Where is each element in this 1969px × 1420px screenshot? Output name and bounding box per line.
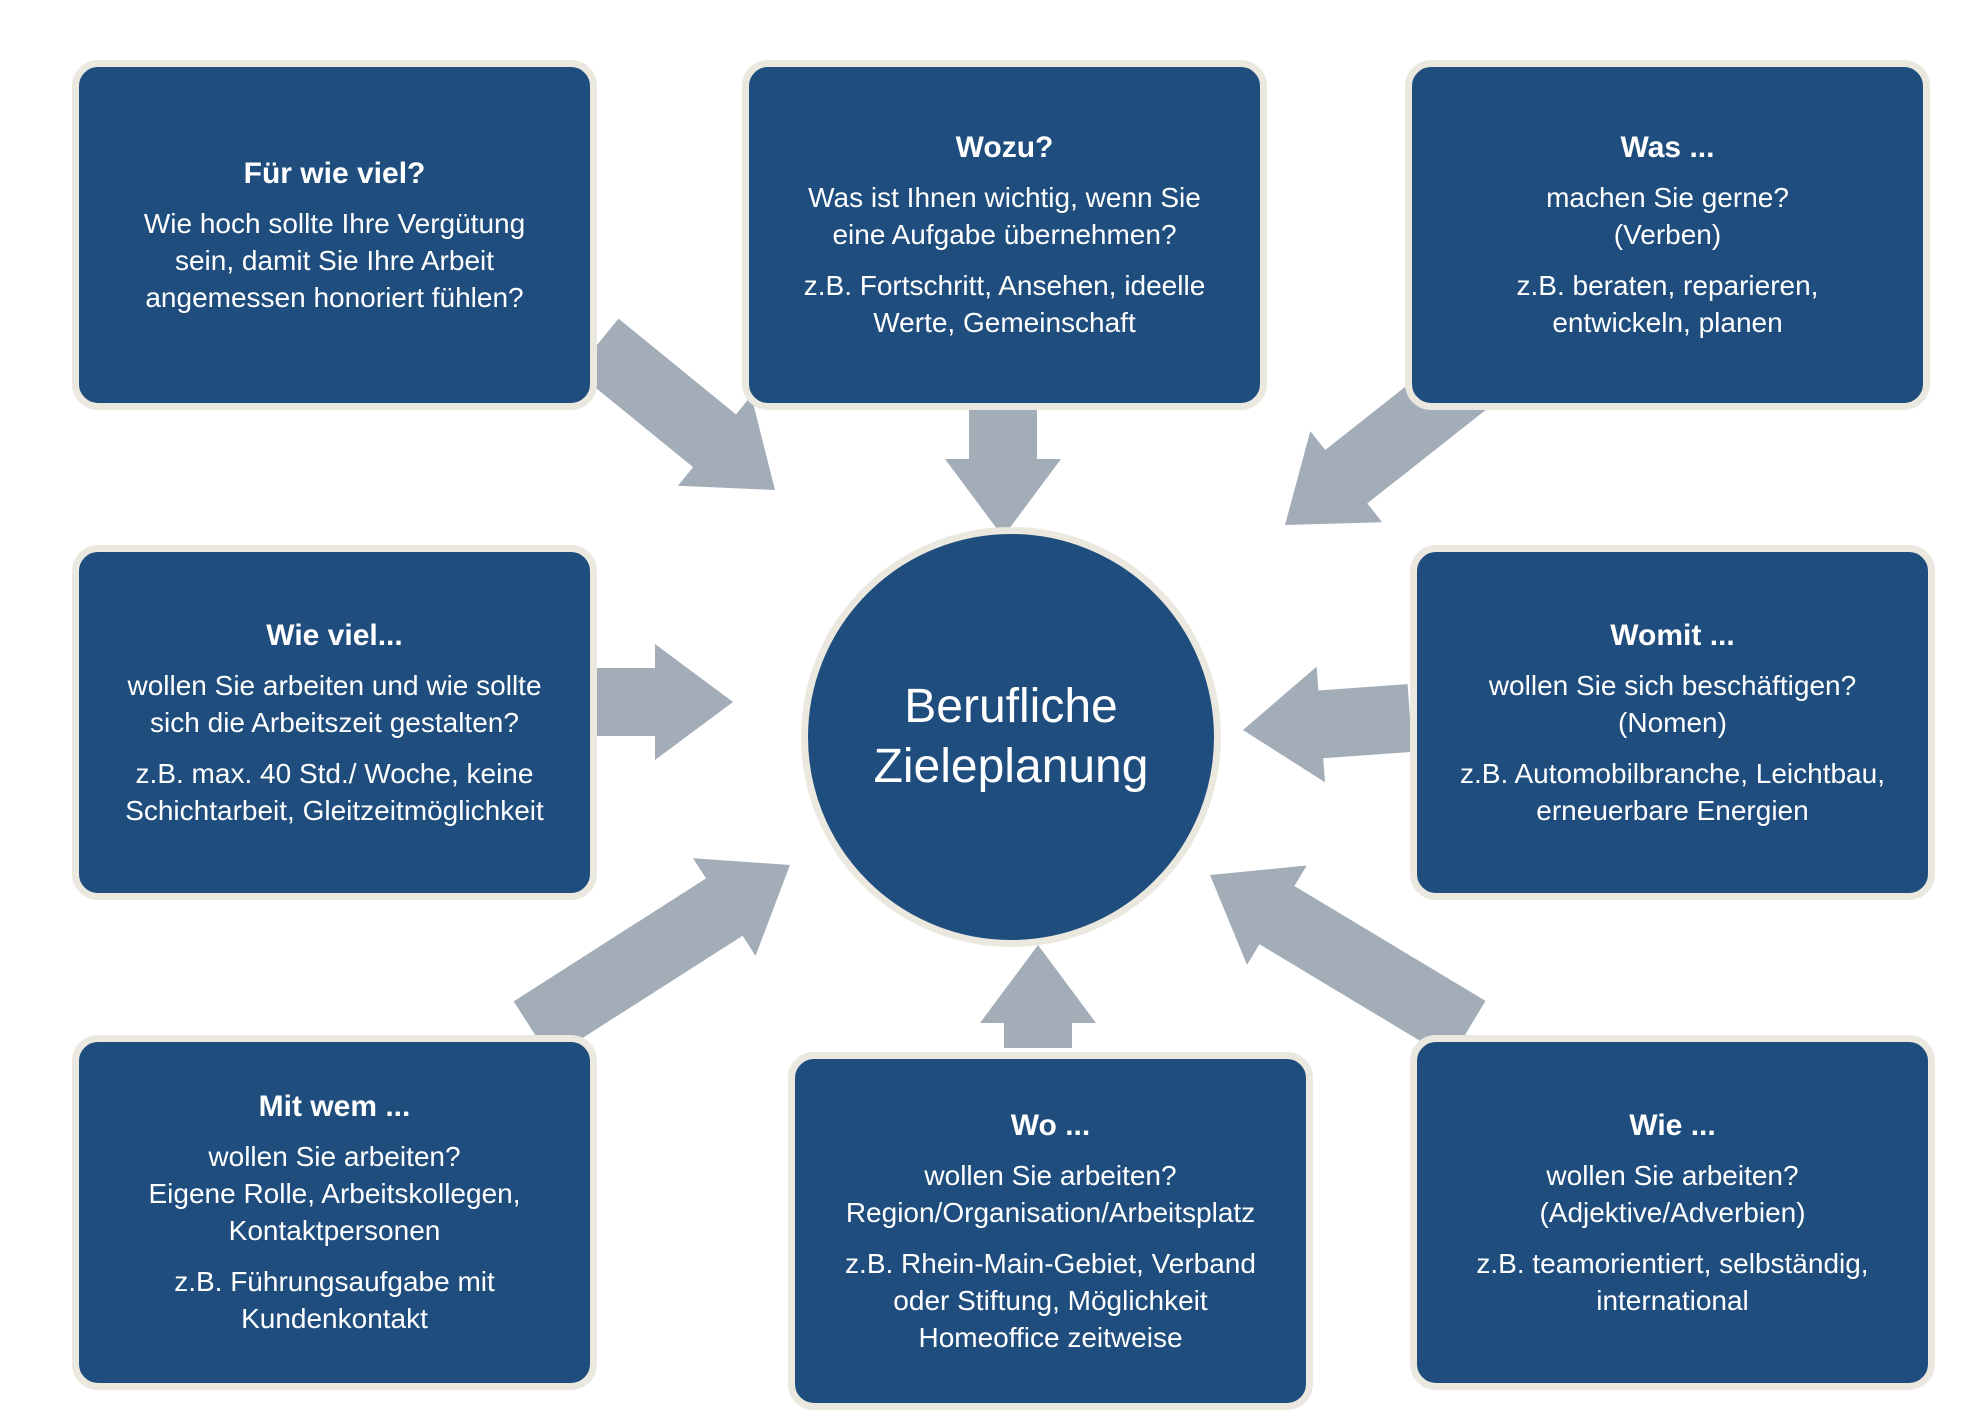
box-was: Was ... machen Sie gerne? (Verben) z.B. …	[1405, 60, 1930, 410]
box-title: Mit wem ...	[258, 1090, 411, 1123]
center-circle: Berufliche Zieleplanung	[801, 527, 1221, 947]
box-example-line: z.B. Fortschritt, Ansehen, ideelle	[803, 270, 1206, 301]
box-example-line: z.B. max. 40 Std./ Woche, keine	[135, 757, 534, 789]
box-example-line: erneuerbare Energien	[1536, 794, 1809, 826]
box-title: Wo ...	[1010, 1108, 1091, 1142]
box-example-line: Kundenkontakt	[241, 1303, 428, 1334]
box-text-line: wollen Sie sich beschäftigen?	[1488, 669, 1857, 701]
box-example-line: Schichtarbeit, Gleitzeitmöglichkeit	[125, 794, 544, 826]
box-fuer-wie-viel: Für wie viel? Wie hoch sollte Ihre Vergü…	[72, 60, 597, 410]
box-text-line: Kontaktpersonen	[228, 1215, 441, 1246]
box-text-line: wollen Sie arbeiten?	[1546, 1159, 1799, 1191]
box-text-line: wollen Sie arbeiten und wie sollte	[127, 669, 542, 701]
arrow-from-wo	[980, 945, 1096, 1048]
box-example-line: Werte, Gemeinschaft	[873, 307, 1136, 338]
box-text-line: Region/Organisation/Arbeitsplatz	[845, 1196, 1256, 1228]
box-title: Wie viel...	[266, 618, 403, 652]
box-text-line: angemessen honoriert fühlen?	[145, 281, 524, 313]
box-text-line: (Verben)	[1613, 219, 1722, 250]
box-text-line: sein, damit Sie Ihre Arbeit	[174, 244, 495, 276]
box-womit: Womit ... wollen Sie sich beschäftigen? …	[1410, 545, 1935, 900]
box-example-line: z.B. teamorientiert, selbständig,	[1476, 1247, 1869, 1279]
arrow-from-womit	[1243, 666, 1413, 783]
box-mit-wem: Mit wem ... wollen Sie arbeiten? Eigene …	[72, 1035, 597, 1390]
box-example-line: international	[1596, 1284, 1749, 1316]
arrow-from-wie	[1210, 865, 1486, 1060]
arrow-from-mit-wem	[513, 858, 790, 1059]
box-text-line: eine Aufgabe übernehmen?	[832, 219, 1177, 250]
box-title: Für wie viel?	[243, 156, 426, 190]
box-example-line: Homeoffice zeitweise	[918, 1321, 1183, 1353]
box-text-line: sich die Arbeitszeit gestalten?	[150, 706, 519, 738]
center-title-line: Berufliche	[904, 680, 1118, 733]
arrow-from-fuer-wie-viel	[575, 318, 775, 490]
box-title: Was ...	[1620, 131, 1715, 164]
box-wie: Wie ... wollen Sie arbeiten? (Adjektive/…	[1410, 1035, 1935, 1390]
box-wo: Wo ... wollen Sie arbeiten? Region/Organ…	[788, 1052, 1313, 1410]
box-title: Wie ...	[1629, 1108, 1716, 1142]
box-text-line: Wie hoch sollte Ihre Vergütung	[143, 207, 526, 239]
box-text-line: wollen Sie arbeiten?	[208, 1141, 461, 1172]
box-title: Womit ...	[1610, 618, 1735, 652]
box-text-line: Eigene Rolle, Arbeitskollegen,	[148, 1178, 521, 1209]
box-example-line: z.B. Führungsaufgabe mit	[174, 1266, 495, 1297]
box-title: Wozu?	[955, 131, 1054, 164]
box-wozu: Wozu? Was ist Ihnen wichtig, wenn Sie ei…	[742, 60, 1267, 410]
box-example-line: oder Stiftung, Möglichkeit	[893, 1284, 1208, 1316]
arrow-from-wie-viel	[597, 644, 733, 760]
box-text-line: (Nomen)	[1618, 706, 1727, 738]
center-title-line: Zieleplanung	[873, 740, 1149, 793]
box-wie-viel: Wie viel... wollen Sie arbeiten und wie …	[72, 545, 597, 900]
box-example-line: z.B. beraten, reparieren,	[1516, 270, 1819, 301]
box-text-line: machen Sie gerne?	[1546, 182, 1789, 213]
box-text-line: wollen Sie arbeiten?	[924, 1159, 1177, 1191]
box-text-line: Was ist Ihnen wichtig, wenn Sie	[808, 182, 1201, 213]
box-example-line: z.B. Rhein-Main-Gebiet, Verband	[845, 1247, 1256, 1279]
arrow-from-wozu	[945, 408, 1061, 537]
box-example-line: entwickeln, planen	[1552, 307, 1783, 338]
box-example-line: z.B. Automobilbranche, Leichtbau,	[1460, 757, 1885, 789]
box-text-line: (Adjektive/Adverbien)	[1539, 1196, 1806, 1228]
